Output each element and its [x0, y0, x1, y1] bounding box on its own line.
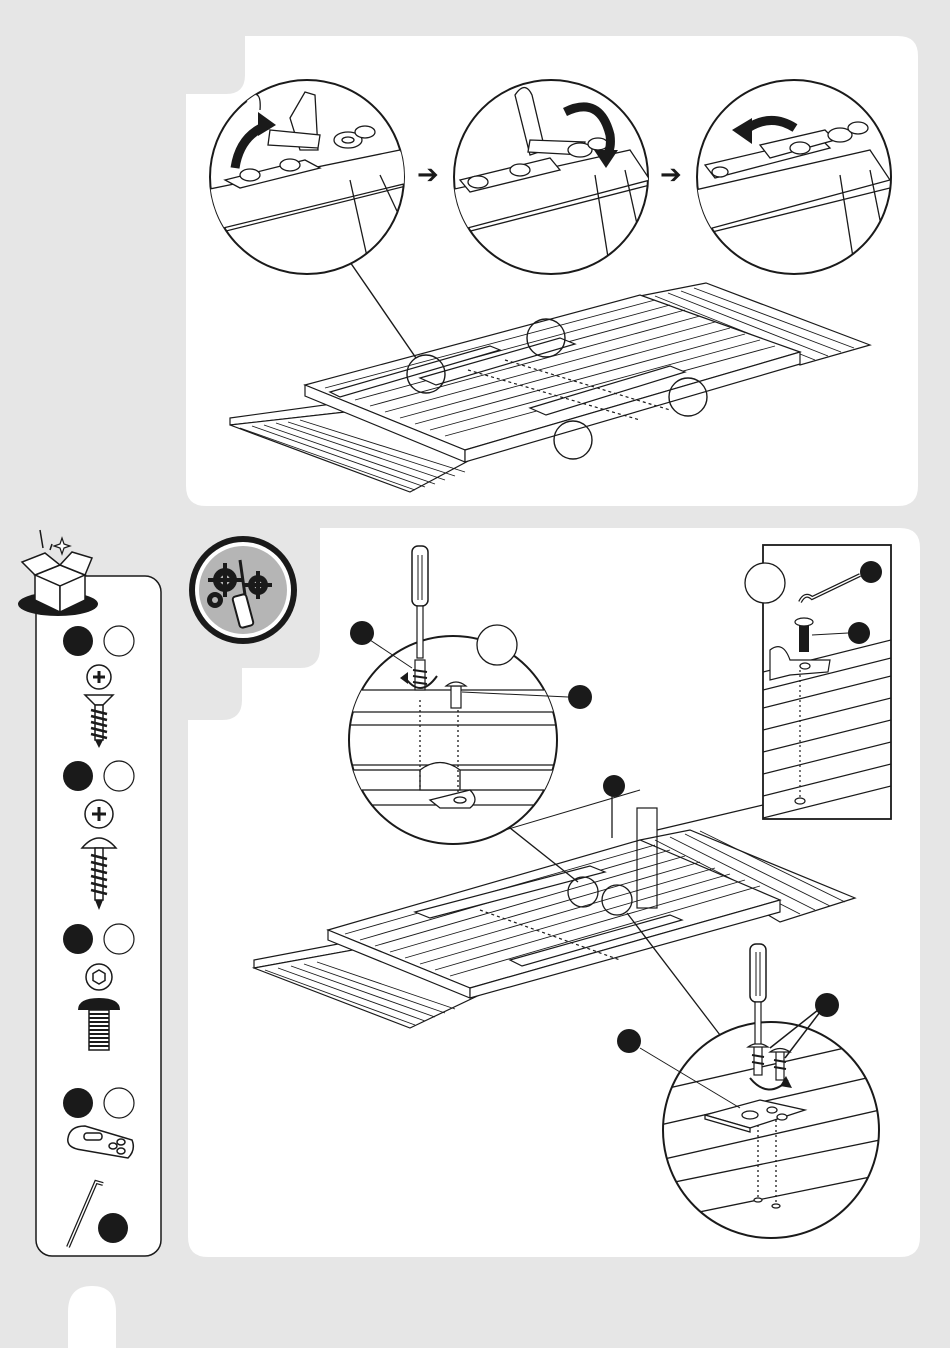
allen-bolt-detail — [745, 545, 891, 819]
callout-marker — [603, 775, 625, 797]
parts-list-panel — [18, 530, 161, 1256]
latch-step-closed — [695, 80, 891, 274]
page-number-tab — [68, 1286, 116, 1348]
open-box-icon — [18, 530, 98, 616]
tools-gears-screwdriver-icon — [189, 536, 297, 644]
arrow-right-icon: ➔ — [417, 160, 439, 190]
arrow-right-icon: ➔ — [660, 160, 682, 190]
